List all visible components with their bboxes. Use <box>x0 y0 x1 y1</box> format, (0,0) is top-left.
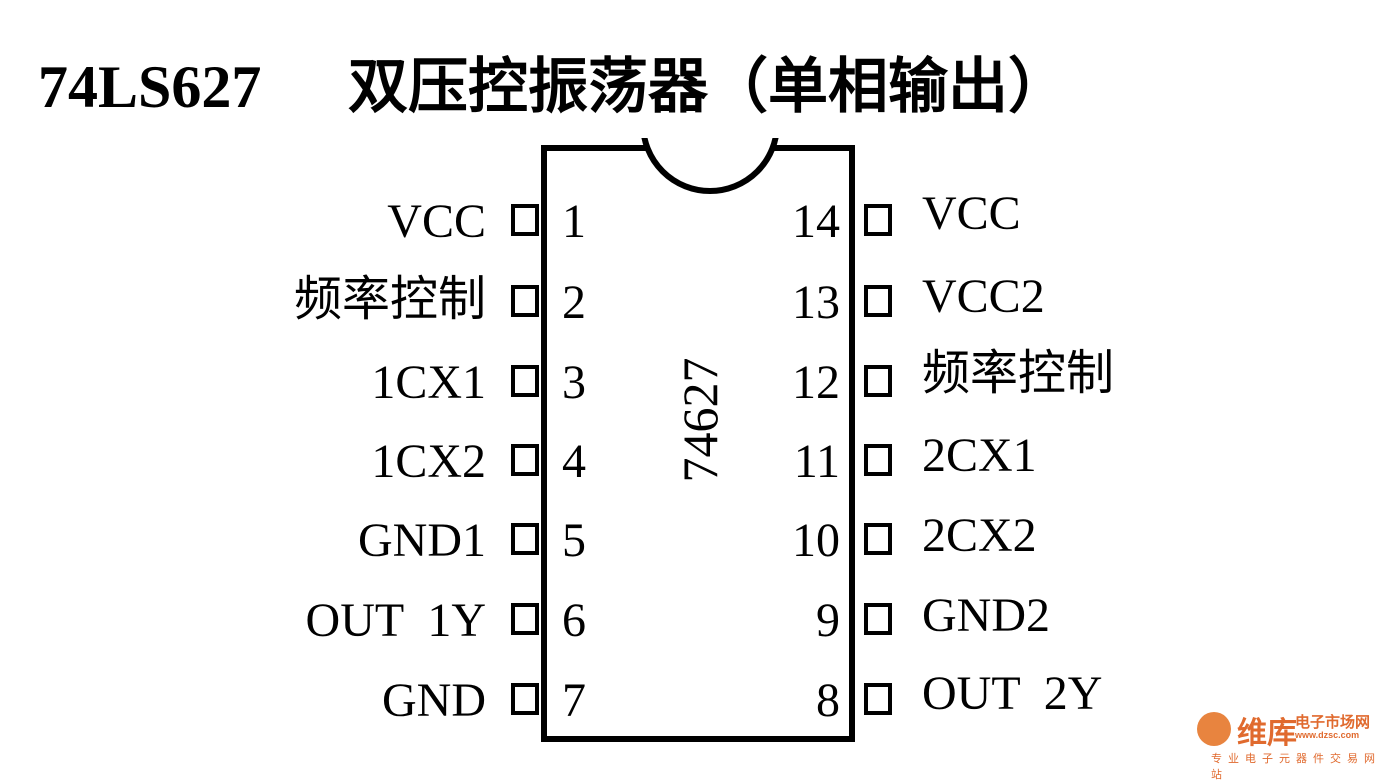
pin-box <box>864 444 892 476</box>
pin-label: VCC2 <box>922 270 1045 323</box>
pin-label: OUT 2Y <box>922 667 1103 720</box>
pin-box <box>864 603 892 635</box>
pin-box <box>511 204 539 236</box>
pin-label: 2CX2 <box>922 509 1037 562</box>
pin-number: 5 <box>562 514 586 567</box>
pin-label: 2CX1 <box>922 429 1037 482</box>
pin-number: 1 <box>562 195 586 248</box>
pin-box <box>864 523 892 555</box>
chip-label: 74627 <box>672 357 728 483</box>
pin-label: VCC <box>387 195 486 248</box>
pin-number: 12 <box>792 356 840 409</box>
pin-box <box>864 285 892 317</box>
pin-box <box>864 365 892 397</box>
chip-body <box>541 145 855 742</box>
watermark-logo-icon <box>1197 712 1231 746</box>
page-title: 74LS627 双压控振荡器（单相输出） <box>38 38 1068 125</box>
pin-box <box>511 523 539 555</box>
pin-label: GND <box>382 674 486 727</box>
pin-label: OUT 1Y <box>305 594 486 647</box>
part-number: 74LS627 <box>38 54 262 120</box>
watermark-url: www.dzsc.com <box>1295 730 1360 740</box>
pin-box <box>864 683 892 715</box>
pin-label: 频率控制 <box>293 273 486 326</box>
pin-label: GND1 <box>358 514 486 567</box>
pin-number: 11 <box>793 435 840 488</box>
pin-number: 3 <box>562 356 586 409</box>
pin-number: 14 <box>792 195 840 248</box>
pin-box <box>511 603 539 635</box>
pin-number: 2 <box>562 276 586 329</box>
pin-number: 7 <box>562 674 586 727</box>
pin-label: 1CX2 <box>371 435 486 488</box>
pin-label: 1CX1 <box>371 356 486 409</box>
pin-label: VCC <box>922 187 1021 240</box>
pin-number: 6 <box>562 594 586 647</box>
chip-description: 双压控振荡器（单相输出） <box>348 54 1068 120</box>
pin-number: 8 <box>816 674 840 727</box>
pin-number: 9 <box>816 594 840 647</box>
pin-label: 频率控制 <box>922 347 1115 400</box>
pin-box <box>511 444 539 476</box>
pin-box <box>864 204 892 236</box>
pin-number: 4 <box>562 435 586 488</box>
chip-notch <box>640 138 780 194</box>
pin-label: GND2 <box>922 589 1050 642</box>
pin-box <box>511 285 539 317</box>
pin-number: 10 <box>792 514 840 567</box>
pin-box <box>511 365 539 397</box>
watermark-slogan: 专业电子元器件交易网站 <box>1211 753 1381 781</box>
watermark-name: 维库 <box>1237 717 1297 750</box>
pin-number: 13 <box>792 276 840 329</box>
pin-box <box>511 683 539 715</box>
watermark-subtitle: 电子市场网 <box>1295 714 1371 731</box>
watermark: 维库 电子市场网 www.dzsc.com 专业电子元器件交易网站 <box>1197 708 1387 781</box>
